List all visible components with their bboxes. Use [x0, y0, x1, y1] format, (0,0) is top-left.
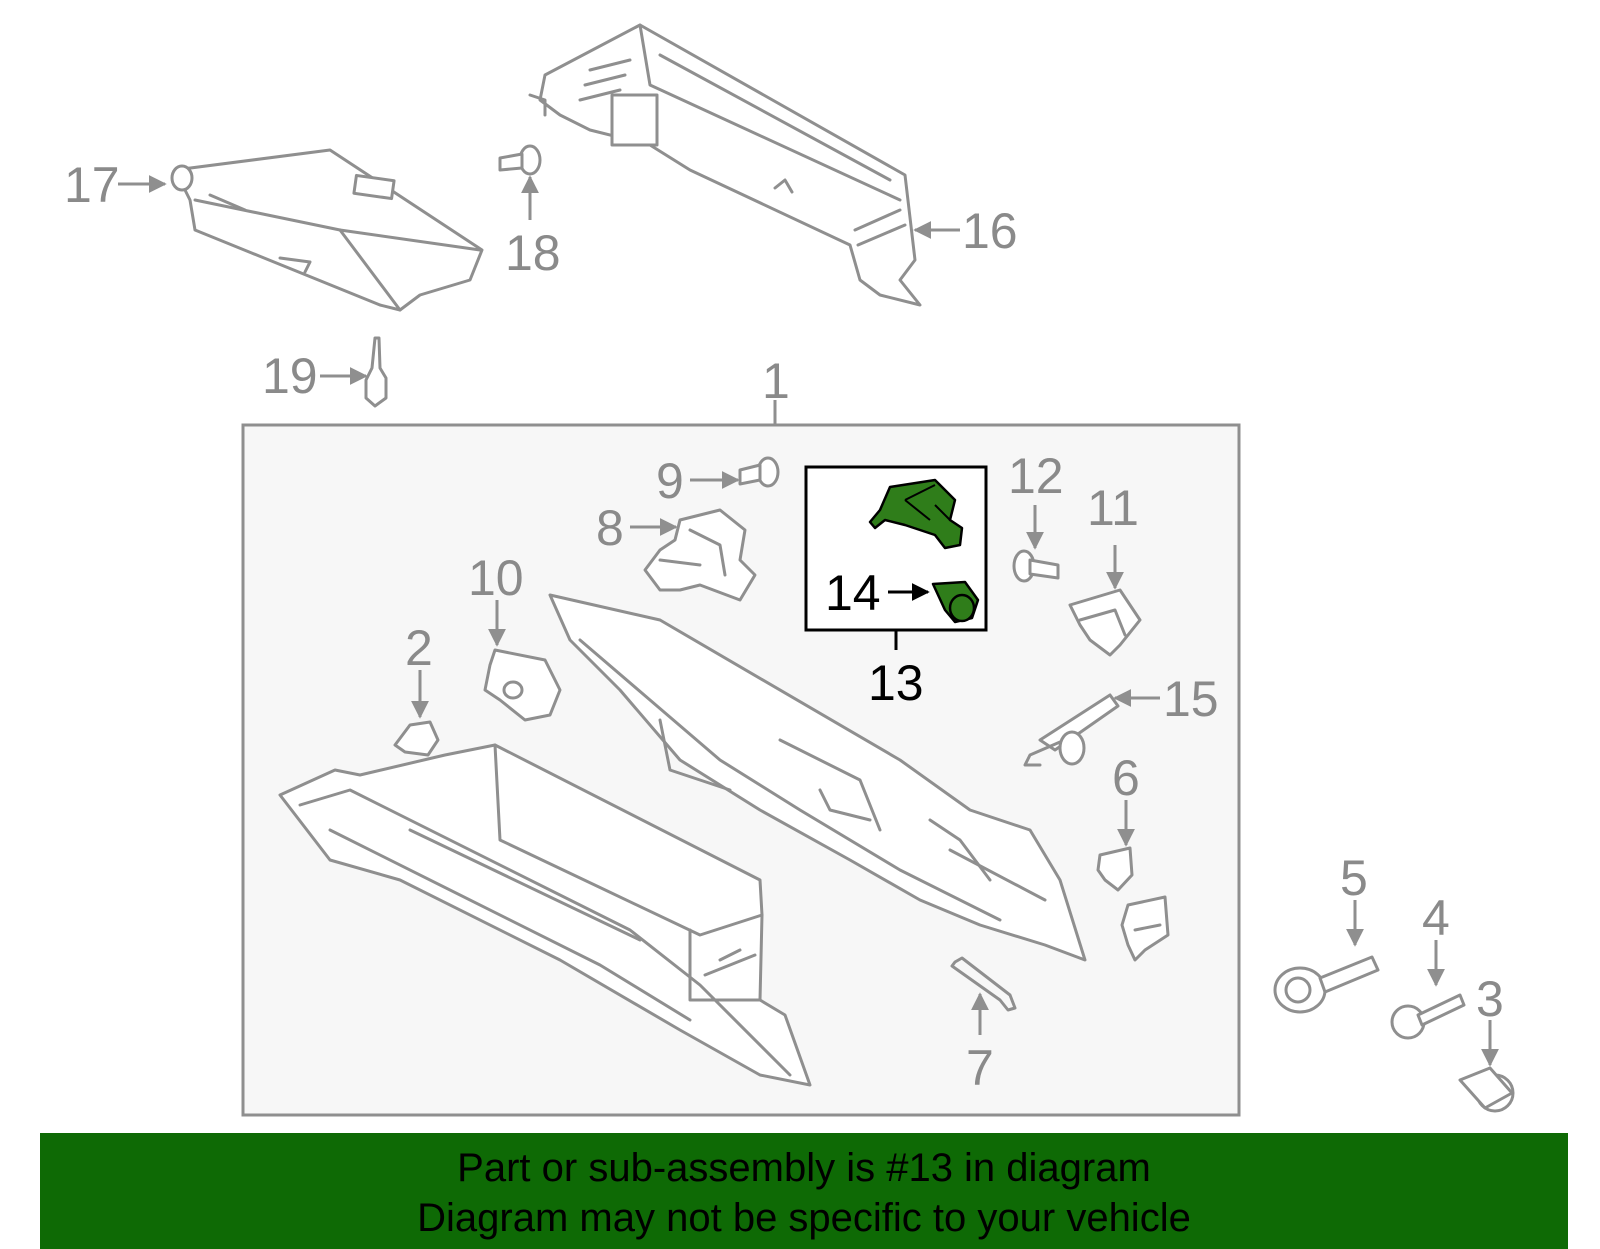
- callout-3: 3: [1476, 971, 1504, 1027]
- part-6-clip: [1096, 846, 1170, 962]
- part-14-plunger-highlighted: [931, 580, 980, 624]
- part-9-screw: [738, 456, 780, 488]
- callout-12: 12: [1008, 448, 1064, 504]
- part-18-push-pin: [498, 144, 542, 176]
- callout-14: 14: [825, 565, 881, 621]
- callout-8: 8: [596, 500, 624, 556]
- callout-19: 19: [262, 348, 318, 404]
- part-12-screw: [1012, 549, 1060, 583]
- banner-line-part-number: Part or sub-assembly is #13 in diagram: [457, 1146, 1151, 1190]
- callout-9: 9: [656, 453, 684, 509]
- part-2-bumper: [393, 720, 440, 757]
- callout-7: 7: [966, 1040, 994, 1096]
- callout-1: 1: [762, 353, 790, 409]
- callout-17: 17: [64, 157, 120, 213]
- part-11-clip: [1068, 588, 1142, 657]
- part-1-door-inner: [548, 593, 1087, 962]
- callout-5: 5: [1340, 850, 1368, 906]
- callout-18: 18: [505, 225, 561, 281]
- callout-2: 2: [405, 620, 433, 676]
- part-5-bolt: [1273, 955, 1380, 1014]
- part-19-clip: [364, 336, 388, 408]
- part-4-bolt: [1390, 993, 1466, 1040]
- part-17-compartment: [170, 148, 484, 312]
- callout-6: 6: [1112, 750, 1140, 806]
- callout-16: 16: [962, 203, 1018, 259]
- callout-11: 11: [1087, 480, 1139, 536]
- part-16-bracket: [528, 23, 922, 307]
- part-3-nut: [1458, 1066, 1515, 1113]
- callout-4: 4: [1422, 890, 1450, 946]
- banner-line-disclaimer: Diagram may not be specific to your vehi…: [417, 1196, 1191, 1240]
- part-13-switch-highlighted: [868, 478, 964, 550]
- callout-10: 10: [468, 550, 524, 606]
- part-10-damper: [483, 648, 562, 722]
- info-banner: Part or sub-assembly is #13 in diagram D…: [40, 1133, 1568, 1249]
- part-1-glove-box-bin: [278, 743, 812, 1087]
- callout-15: 15: [1163, 671, 1219, 727]
- part-8-latch: [643, 508, 757, 602]
- callout-13: 13: [868, 655, 924, 711]
- part-7-rod: [950, 956, 1017, 1012]
